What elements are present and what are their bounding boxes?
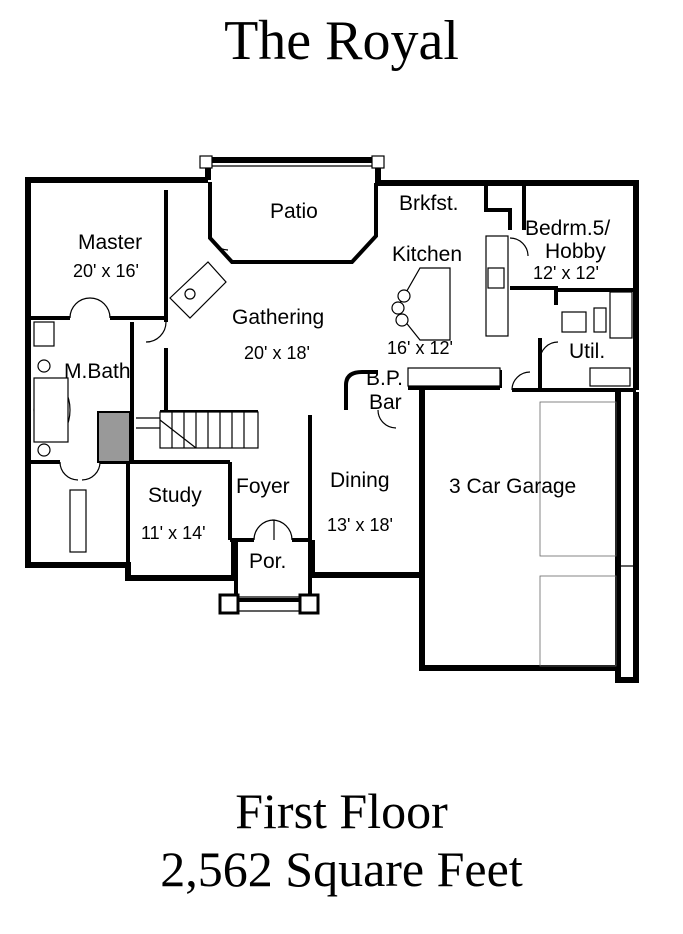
room-bar-name-line2: Bar [369,391,402,414]
interior-walls [28,182,636,575]
bath-fixtures [33,321,131,553]
room-mbath-name: M.Bath [64,360,131,383]
room-kitchen-dims: 16' x 12' [387,338,453,358]
room-util-name: Util. [569,340,605,363]
room-gathering-name: Gathering [232,306,324,329]
room-foyer-name: Foyer [236,475,290,498]
room-bedrm5-name-line2: Hobby [545,240,606,263]
room-porch-name: Por. [249,550,286,573]
room-garage-name: 3 Car Garage [449,475,576,498]
room-labels: Master 20' x 16' M.Bath Patio Gathering … [64,192,610,573]
door-swings [59,231,559,541]
porch-column-left [218,593,240,615]
room-master-name: Master [78,231,142,254]
room-bar-name-line1: B.P. [366,367,403,390]
room-study-dims: 11' x 14' [141,523,206,543]
room-master-dims: 20' x 16' [73,261,139,281]
room-brkfst-name: Brkfst. [399,192,459,215]
floor-area: 2,562 Square Feet [160,841,523,897]
kitchen-counters [391,235,509,387]
floor-label: First Floor [235,783,448,839]
corner-tub [169,261,227,319]
staircase [136,411,259,449]
room-patio-name: Patio [270,200,318,223]
room-dining-name: Dining [330,469,390,492]
room-gathering-dims: 20' x 18' [244,343,310,363]
room-bedrm5-dims: 12' x 12' [533,263,599,283]
room-bedrm5-name-line1: Bedrm.5/ [525,217,610,240]
room-study-name: Study [148,484,202,507]
utility-fixtures [561,291,633,387]
porch-column-right [298,593,320,615]
plan-title: The Royal [224,10,459,72]
garage-doors [539,401,636,667]
room-dining-dims: 13' x 18' [327,515,393,535]
room-kitchen-name: Kitchen [392,243,462,266]
